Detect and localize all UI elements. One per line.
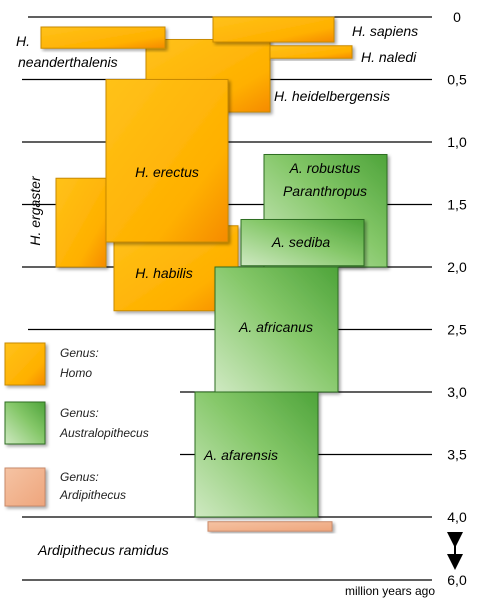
species-box xyxy=(269,45,353,59)
species-box xyxy=(194,391,319,518)
species-label: Ardipithecus ramidus xyxy=(37,542,169,558)
species-box xyxy=(40,26,166,49)
species-label: A. afarensis xyxy=(203,447,278,463)
tick-label: 1,0 xyxy=(447,134,467,150)
species-label: Paranthropus xyxy=(283,183,367,199)
species-label: A. robustus xyxy=(289,160,361,176)
legend-label: Australopithecus xyxy=(59,426,149,440)
species-box xyxy=(207,521,333,532)
species-label: H. heidelbergensis xyxy=(274,88,390,104)
tick-labels: 0 0,5 1,0 1,5 2,0 2,5 3,0 3,5 4,0 6,0 xyxy=(447,9,467,588)
tick-label: 2,0 xyxy=(447,259,467,275)
species-boxes xyxy=(40,16,388,532)
tick-label: 1,5 xyxy=(447,197,467,213)
species-label: H. naledi xyxy=(361,49,417,65)
species-box xyxy=(55,177,107,268)
species-box xyxy=(240,219,365,267)
tick-label: 4,0 xyxy=(447,509,467,525)
legend: Genus:HomoGenus:AustralopithecusGenus:Ar… xyxy=(4,342,149,507)
legend-label: Ardipithecus xyxy=(59,488,126,502)
species-label: A. africanus xyxy=(238,319,313,335)
tick-label: 6,0 xyxy=(447,572,467,588)
tick-label: 0 xyxy=(453,9,461,25)
tick-label: 3,0 xyxy=(447,384,467,400)
species-label: H. ergaster xyxy=(27,175,43,246)
species-label: H. xyxy=(16,33,30,49)
legend-swatch xyxy=(4,401,46,445)
legend-swatch xyxy=(4,342,46,386)
species-label: neanderthalenis xyxy=(18,54,118,70)
species-label: H. sapiens xyxy=(352,23,418,39)
legend-label: Genus: xyxy=(60,406,99,420)
legend-swatch xyxy=(4,467,46,507)
tick-label: 0,5 xyxy=(447,72,467,88)
species-box xyxy=(212,16,335,43)
tick-label: 2,5 xyxy=(447,322,467,338)
species-label: A. sediba xyxy=(271,234,331,250)
legend-label: Genus: xyxy=(60,346,99,360)
unit-caption: million years ago xyxy=(345,584,435,598)
species-box xyxy=(105,79,229,243)
tick-label: 3,5 xyxy=(447,447,467,463)
species-label: H. erectus xyxy=(135,164,199,180)
species-label: H. habilis xyxy=(135,265,193,281)
legend-label: Genus: xyxy=(60,470,99,484)
legend-label: Homo xyxy=(60,366,92,380)
